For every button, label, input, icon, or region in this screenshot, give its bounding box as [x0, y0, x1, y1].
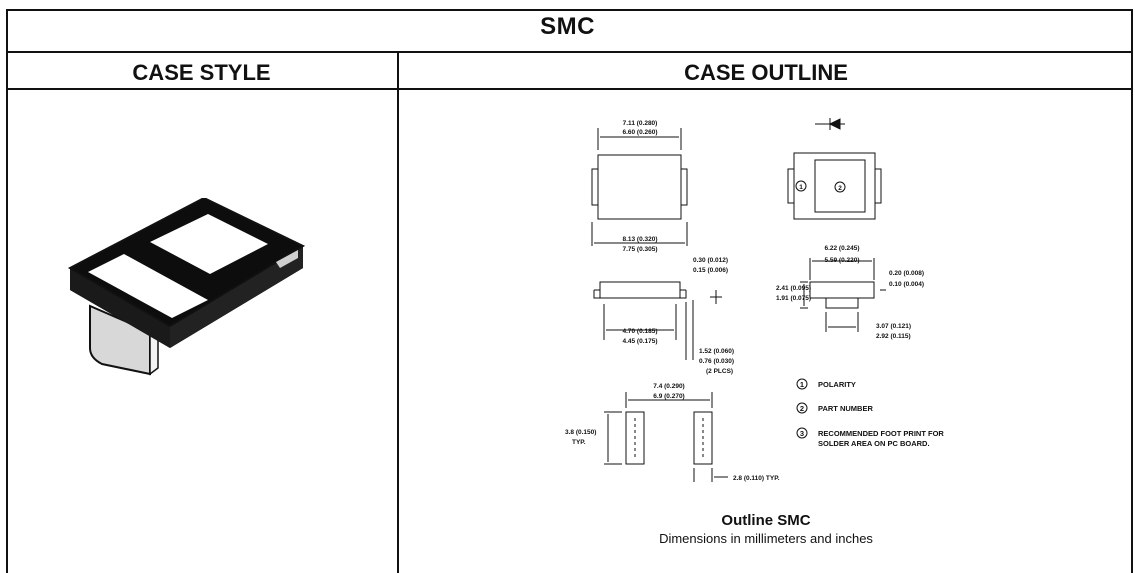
marker-1: 1 — [799, 184, 803, 191]
dim-lead-span-min: 5.59 (0.220) — [824, 257, 859, 264]
dim-lead-thick-min: 0.15 (0.006) — [693, 267, 728, 274]
legend-number-2: 2 — [800, 404, 804, 413]
dim-pad-span-max: 7.4 (0.290) — [653, 383, 684, 390]
dim-body-length-max: 8.13 (0.320) — [622, 236, 657, 243]
dim-standoff-max: 0.20 (0.008) — [889, 270, 924, 277]
case-outline-drawing: 1 2 7.11 (0.280) 6.60 (0.260) 8.13 (0.32… — [565, 118, 944, 482]
title-divider — [6, 51, 1133, 53]
column-divider — [397, 51, 399, 573]
dim-lead-len-max: 4.70 (0.185) — [622, 328, 657, 335]
legend-part-number: PART NUMBER — [818, 404, 873, 413]
legend-footprint-line1: RECOMMENDED FOOT PRINT FOR — [818, 429, 944, 438]
header-divider — [6, 88, 1133, 90]
outline-caption-title: Outline SMC — [721, 512, 811, 529]
dim-foot-max: 1.52 (0.060) — [699, 348, 734, 355]
legend-number-1: 1 — [800, 380, 804, 389]
package-3d-illustration — [67, 198, 306, 376]
case-style-header: CASE STYLE — [132, 60, 271, 85]
dim-lead-len-min: 4.45 (0.175) — [622, 338, 657, 345]
table-frame — [6, 9, 1133, 573]
table-title: SMC — [540, 13, 595, 40]
dim-height-max: 2.41 (0.095) — [776, 285, 811, 292]
dim-top-width-max: 7.11 (0.280) — [623, 120, 658, 127]
dim-standoff-min: 0.10 (0.004) — [889, 281, 924, 288]
dim-height-min: 1.91 (0.075) — [776, 295, 811, 302]
case-outline-header: CASE OUTLINE — [684, 60, 848, 85]
dim-pad-height-note: TYP. — [572, 439, 586, 446]
dim-pad-height: 3.8 (0.150) — [565, 429, 596, 436]
dim-lead-width-max: 3.07 (0.121) — [876, 323, 911, 330]
dim-lead-width-min: 2.92 (0.115) — [876, 333, 911, 340]
marker-2: 2 — [838, 185, 842, 192]
dim-foot-note: (2 PLCS) — [706, 368, 733, 375]
dim-body-length-min: 7.75 (0.305) — [622, 246, 657, 253]
dim-lead-thick-max: 0.30 (0.012) — [693, 257, 728, 264]
outline-caption-subtitle: Dimensions in millimeters and inches — [659, 531, 873, 546]
dim-top-width-min: 6.60 (0.260) — [622, 129, 657, 136]
dim-pad-span-min: 6.9 (0.270) — [653, 393, 684, 400]
legend-number-3: 3 — [800, 429, 804, 438]
legend-footprint-line2: SOLDER AREA ON PC BOARD. — [818, 439, 930, 448]
dim-lead-span-max: 6.22 (0.245) — [824, 245, 859, 252]
dim-pad-width: 2.8 (0.110) TYP. — [733, 475, 780, 482]
legend-polarity: POLARITY — [818, 380, 856, 389]
dim-foot-min: 0.76 (0.030) — [699, 358, 734, 365]
